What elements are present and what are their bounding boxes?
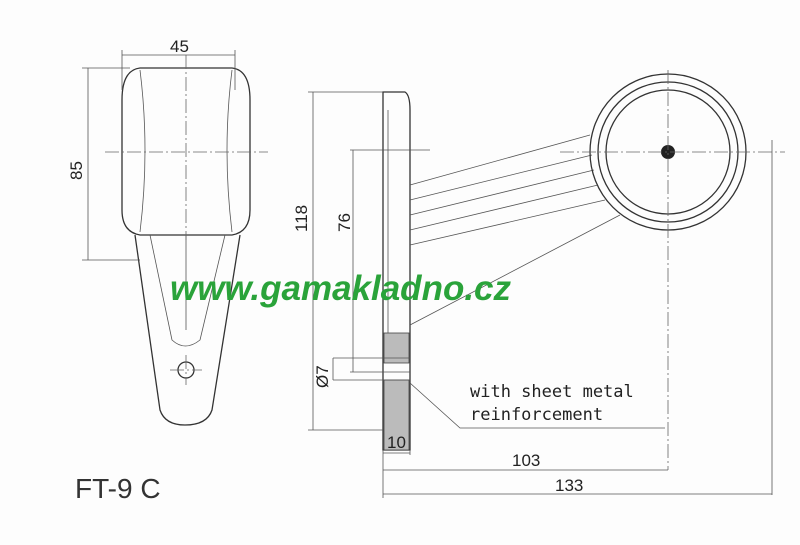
note-line-2: reinforcement — [470, 405, 603, 425]
note-line-1: with sheet metal — [470, 382, 634, 402]
dim-height-85: 85 — [67, 161, 86, 180]
dim-total-length-133: 133 — [555, 476, 583, 495]
dim-offset-103: 103 — [512, 451, 540, 470]
watermark-url: www.gamakladno.cz — [170, 269, 512, 308]
side-view — [308, 70, 785, 498]
front-view — [82, 50, 268, 426]
dim-hole-diameter: Ø7 — [313, 365, 332, 388]
dim-hole-spacing-76: 76 — [335, 213, 354, 232]
dim-total-height-118: 118 — [292, 205, 311, 232]
dim-plate-thickness-10: 10 — [387, 433, 406, 452]
dim-width-45: 45 — [170, 37, 189, 56]
model-label: FT-9 C — [75, 473, 161, 504]
